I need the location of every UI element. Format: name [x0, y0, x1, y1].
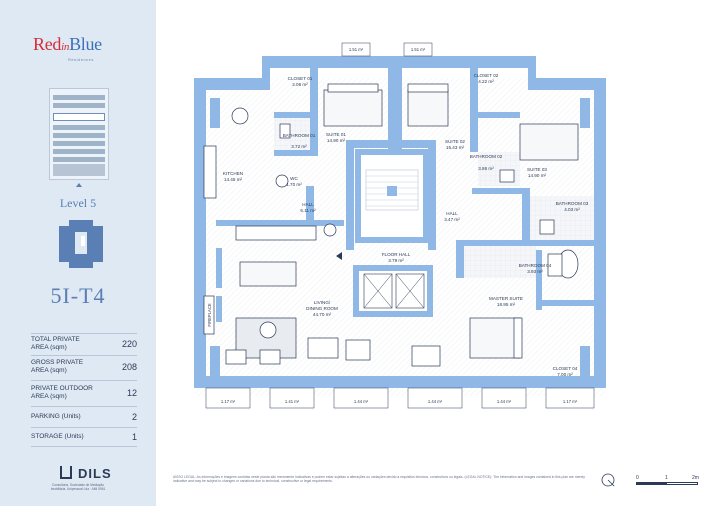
room-kitchen-name: KITCHEN — [223, 171, 243, 176]
fireplace-label: FIREPLACE — [207, 303, 212, 326]
key-plan-icon — [59, 220, 103, 268]
room-closet-01-area: 2.06 m² — [292, 82, 308, 87]
room-wc-name: WC — [290, 176, 298, 181]
room-kitchen-area: 14.45 m² — [224, 177, 243, 182]
balcony-bottom-1-area: 1.17 m² — [221, 399, 236, 404]
building-elevation-image — [49, 88, 109, 180]
room-bathroom-04-name: BATHROOM 04 — [519, 263, 552, 268]
room-bathroom-03-area: 4.03 m² — [564, 207, 580, 212]
brand-logo: RedinBlue — [33, 34, 102, 54]
balcony-bottom-3-area: 1.44 m² — [354, 399, 369, 404]
room-hall-left-area: 6.11 m² — [300, 208, 316, 213]
balconies-bottom: 1.17 m² 1.41 m² 1.44 m² 1.44 m² 1.44 m² … — [205, 387, 595, 409]
room-suite-02-name: SUITE 02 — [445, 139, 465, 144]
room-bathroom-01-area: 3.72 m² — [291, 144, 307, 149]
room-hall-left-name: HALL — [302, 202, 314, 207]
room-suite-03-name: SUITE 03 — [527, 167, 547, 172]
interior-walls — [216, 68, 596, 322]
room-hall-right-name: HALL — [446, 211, 458, 216]
room-master-suite-name: MASTER SUITE — [489, 296, 523, 301]
room-closet-01-name: CLOSET 01 — [288, 76, 313, 81]
room-hall-right-area: 3.47 m² — [444, 217, 460, 222]
spec-row-parking: PARKING (Units) 2 — [31, 406, 137, 426]
room-bathroom-01-name: BATHROOM 01 — [283, 133, 316, 138]
room-closet-04-area: 7.00 m² — [557, 372, 573, 377]
outer-walls — [194, 56, 606, 388]
entrance-arrow-icon — [336, 252, 342, 260]
balcony-bottom-5-area: 1.44 m² — [497, 399, 512, 404]
room-closet-04-name: CLOSET 04 — [553, 366, 578, 371]
room-wc-area: 1.70 m² — [286, 182, 302, 187]
legal-disclaimer: AVISO LEGAL: As informações e imagens co… — [173, 475, 585, 484]
balcony-top-1-area: 1.51 m² — [349, 47, 364, 52]
brand-subtitle: Residences — [68, 57, 94, 62]
balconies-top: 1.51 m² 1.51 m² — [341, 42, 433, 57]
furniture — [203, 83, 579, 367]
north-compass-icon — [601, 473, 615, 487]
room-labels: CLOSET 01 2.06 m² CLOSET 02 4.22 m² SUIT… — [223, 73, 589, 377]
level-pointer-icon — [76, 183, 82, 187]
developer-subtitle: Consultoria, Sociedade de Mediação Imobi… — [50, 483, 106, 491]
room-bathroom-04-area: 3.93 m² — [527, 269, 543, 274]
sidebar-panel: RedinBlue Residences Level 5 5I-T4 TOTAL… — [0, 0, 156, 506]
room-suite-03-area: 14.90 m² — [528, 173, 547, 178]
room-suite-02-area: 15.43 m² — [446, 145, 465, 150]
balcony-top-2-area: 1.51 m² — [411, 47, 426, 52]
balcony-bottom-6-area: 1.17 m² — [563, 399, 578, 404]
spec-row-gross-private: GROSS PRIVATE AREA (sqm) 208 — [31, 355, 137, 377]
room-suite-01-name: SUITE 01 — [326, 132, 346, 137]
balcony-bottom-4-area: 1.44 m² — [428, 399, 443, 404]
room-suite-01-area: 14.90 m² — [327, 138, 346, 143]
spec-row-total-private: TOTAL PRIVATE AREA (sqm) 220 — [31, 333, 137, 353]
level-highlight — [53, 113, 105, 121]
room-master-suite-area: 18.95 m² — [497, 302, 516, 307]
room-closet-02-area: 4.22 m² — [478, 79, 494, 84]
room-living-name: LIVING/ — [314, 300, 331, 305]
room-bathroom-02-area: 3.86 m² — [478, 166, 494, 171]
room-living-name-2: DINING ROOM — [306, 306, 338, 311]
room-bathroom-02-name: BATHROOM 02 — [470, 154, 503, 159]
level-label: Level 5 — [59, 196, 97, 210]
unit-title: 5I-T4 — [50, 283, 106, 308]
spec-row-storage: STORAGE (Units) 1 — [31, 427, 137, 447]
balcony-bottom-2-area: 1.41 m² — [285, 399, 300, 404]
room-floor-hall-name: FLOOR HALL — [382, 252, 411, 257]
stair-core — [353, 149, 433, 317]
room-living-area: 44.70 m² — [313, 312, 332, 317]
fireplace — [203, 295, 215, 335]
room-floor-hall-area: 3.79 m² — [388, 258, 404, 263]
developer-logo: DILS — [78, 466, 112, 481]
room-closet-02-name: CLOSET 02 — [474, 73, 499, 78]
spec-row-private-outdoor: PRIVATE OUTDOOR AREA (sqm) 12 — [31, 380, 137, 404]
room-bathroom-03-name: BATHROOM 03 — [556, 201, 589, 206]
dils-logo-icon — [60, 466, 72, 479]
